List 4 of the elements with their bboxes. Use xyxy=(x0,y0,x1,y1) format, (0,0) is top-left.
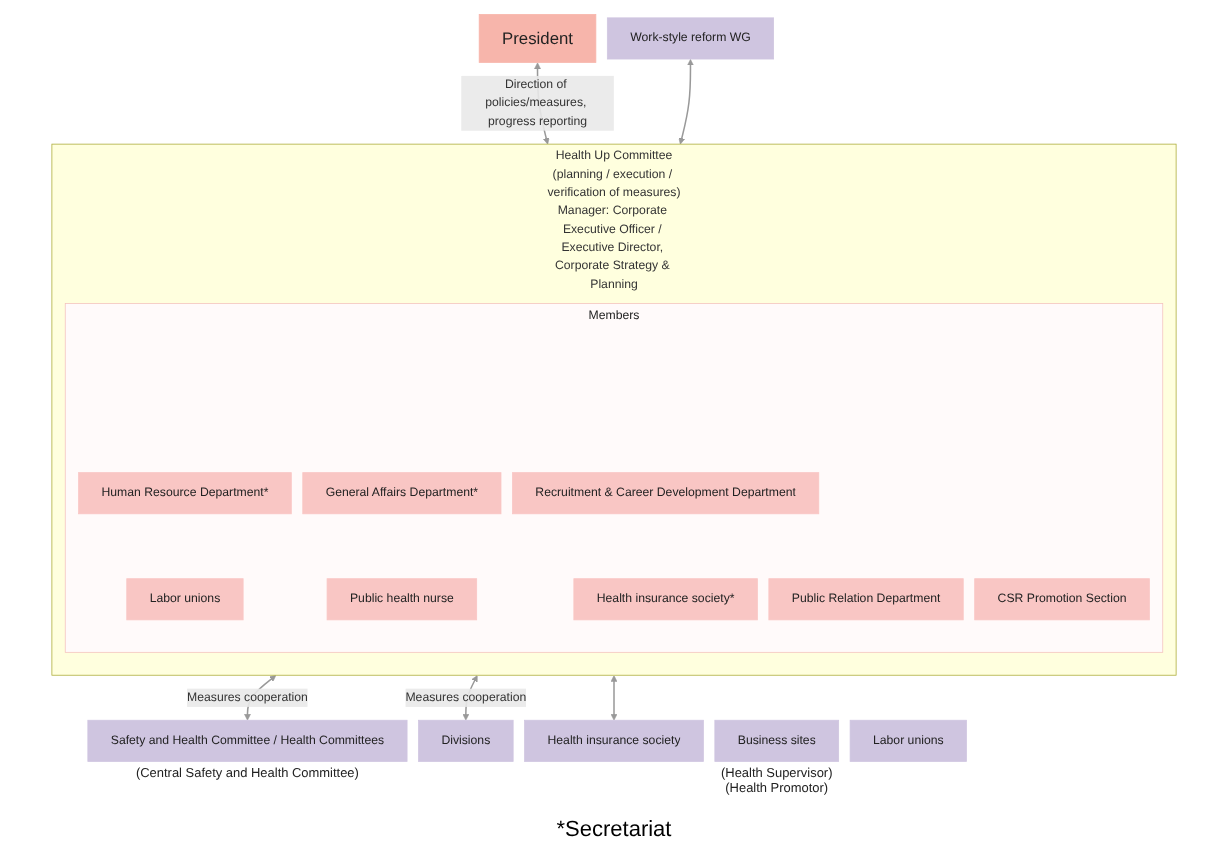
arrow xyxy=(610,675,618,721)
node-box: President xyxy=(478,14,597,63)
arrow xyxy=(678,59,694,145)
footnote-text: *Secretariat xyxy=(556,818,672,842)
